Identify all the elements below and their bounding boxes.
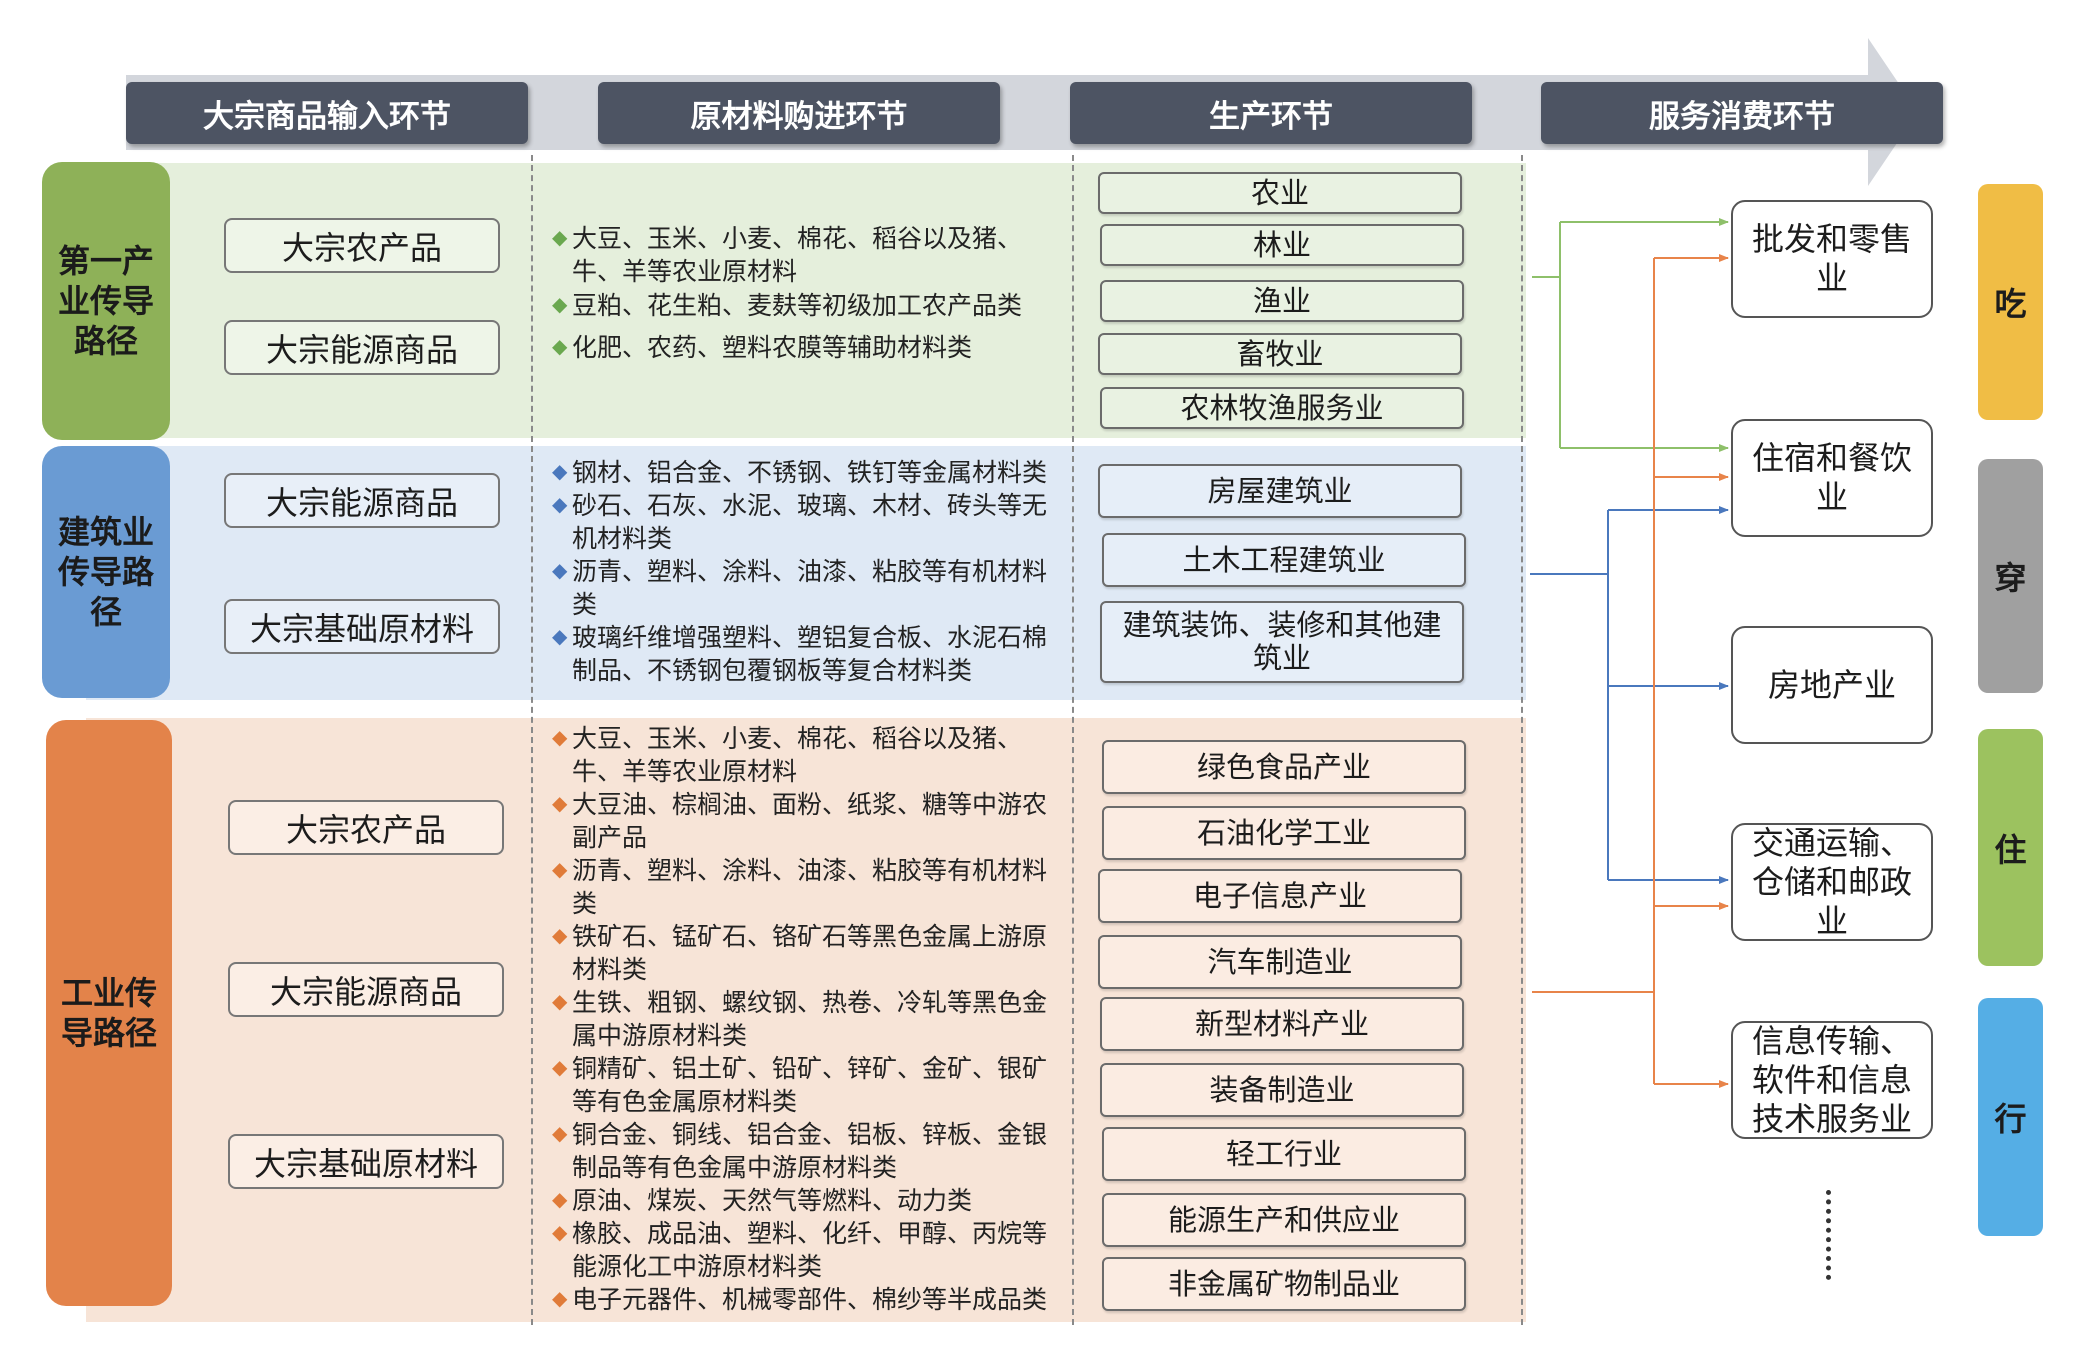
path-label-construction: 建筑业传导路径 [42,446,170,698]
production-box: 畜牧业 [1098,333,1462,375]
list-item: ◆大豆、玉米、小麦、棉花、稻谷以及猪、牛、羊等农业原材料 [552,224,1023,286]
commodity-box: 大宗基础原材料 [224,599,500,654]
production-box: 林业 [1100,224,1464,266]
list-item: ◆钢材、铝合金、不锈钢、铁钉等金属材料类 [552,458,1048,487]
list-item: ◆砂石、石灰、水泥、玻璃、木材、砖头等无机材料类 [552,491,1048,553]
commodity-box: 大宗农产品 [224,218,500,273]
commodity-box: 大宗能源商品 [224,473,500,528]
service-box: 房地产业 [1731,626,1933,744]
production-box: 新型材料产业 [1100,997,1464,1051]
column-divider [1072,155,1074,1325]
list-item: ◆豆粕、花生粕、麦麸等初级加工农产品类 [552,291,1023,320]
production-box: 农业 [1098,172,1462,214]
flow-arrow [126,38,1918,186]
service-box: 信息传输、软件和信息技术服务业 [1731,1021,1933,1139]
commodity-box: 大宗能源商品 [228,962,504,1017]
stage-header-production: 生产环节 [1070,82,1472,144]
list-item: ◆化肥、农药、塑料农膜等辅助材料类 [552,333,973,362]
list-item: ◆电子元器件、机械零部件、棉纱等半成品类 [552,1285,1048,1314]
path-label-primary: 第一产业传导路径 [42,162,170,440]
list-item: ◆原油、煤炭、天然气等燃料、动力类 [552,1186,973,1215]
production-box: 装备制造业 [1100,1063,1464,1117]
stage-header-service: 服务消费环节 [1541,82,1943,144]
list-item: ◆铁矿石、锰矿石、铬矿石等黑色金属上游原材料类 [552,922,1048,984]
materials-list-primary: ◆大豆、玉米、小麦、棉花、稻谷以及猪、牛、羊等农业原材料 ◆豆粕、花生粕、麦麸等… [552,222,1057,364]
materials-list-industry: ◆大豆、玉米、小麦、棉花、稻谷以及猪、牛、羊等农业原材料 ◆大豆油、棕榈油、面粉… [552,722,1057,1316]
column-divider [1521,155,1523,1325]
list-item: ◆铜精矿、铝土矿、铅矿、锌矿、金矿、银矿等有色金属原材料类 [552,1054,1048,1116]
production-box: 电子信息产业 [1098,869,1462,923]
column-divider [531,155,533,1325]
consumption-label-live: 住 [1978,729,2043,966]
commodity-box: 大宗基础原材料 [228,1134,504,1189]
production-box: 渔业 [1100,280,1464,322]
list-item: ◆沥青、塑料、涂料、油漆、粘胶等有机材料类 [552,856,1048,918]
list-item: ◆生铁、粗钢、螺纹钢、热卷、冷轧等黑色金属中游原材料类 [552,988,1048,1050]
consumption-label-eat: 吃 [1978,184,2043,420]
production-box: 能源生产和供应业 [1102,1193,1466,1247]
production-box: 绿色食品产业 [1102,740,1466,794]
production-box: 房屋建筑业 [1098,464,1462,518]
commodity-box: 大宗农产品 [228,800,504,855]
consumption-label-wear: 穿 [1978,459,2043,693]
list-item: ◆玻璃纤维增强塑料、塑铝复合板、水泥石棉制品、不锈钢包覆钢板等复合材料类 [552,623,1048,685]
path-label-industry: 工业传导路径 [46,720,172,1306]
production-box: 建筑装饰、装修和其他建筑业 [1100,601,1464,683]
service-box: 住宿和餐饮业 [1731,419,1933,537]
list-item: ◆铜合金、铜线、铝合金、铝板、锌板、金银制品等有色金属中游原材料类 [552,1120,1048,1182]
materials-list-construction: ◆钢材、铝合金、不锈钢、铁钉等金属材料类 ◆砂石、石灰、水泥、玻璃、木材、砖头等… [552,456,1057,687]
list-item: ◆橡胶、成品油、塑料、化纤、甲醇、丙烷等能源化工中游原材料类 [552,1219,1048,1281]
service-box: 交通运输、仓储和邮政业 [1731,823,1933,941]
consumption-label-travel: 行 [1978,998,2043,1236]
production-box: 土木工程建筑业 [1102,533,1466,587]
ellipsis-more [1826,1190,1831,1280]
production-box: 农林牧渔服务业 [1100,387,1464,429]
list-item: ◆大豆、玉米、小麦、棉花、稻谷以及猪、牛、羊等农业原材料 [552,724,1023,786]
list-item: ◆大豆油、棕榈油、面粉、纸浆、糖等中游农副产品 [552,790,1048,852]
stage-header-input: 大宗商品输入环节 [126,82,528,144]
production-box: 石油化学工业 [1102,806,1466,860]
stage-header-purchase: 原材料购进环节 [598,82,1000,144]
production-box: 非金属矿物制品业 [1102,1257,1466,1311]
commodity-box: 大宗能源商品 [224,320,500,375]
list-item: ◆沥青、塑料、涂料、油漆、粘胶等有机材料类 [552,557,1048,619]
production-box: 轻工行业 [1102,1127,1466,1181]
production-box: 汽车制造业 [1098,935,1462,989]
service-box: 批发和零售业 [1731,200,1933,318]
